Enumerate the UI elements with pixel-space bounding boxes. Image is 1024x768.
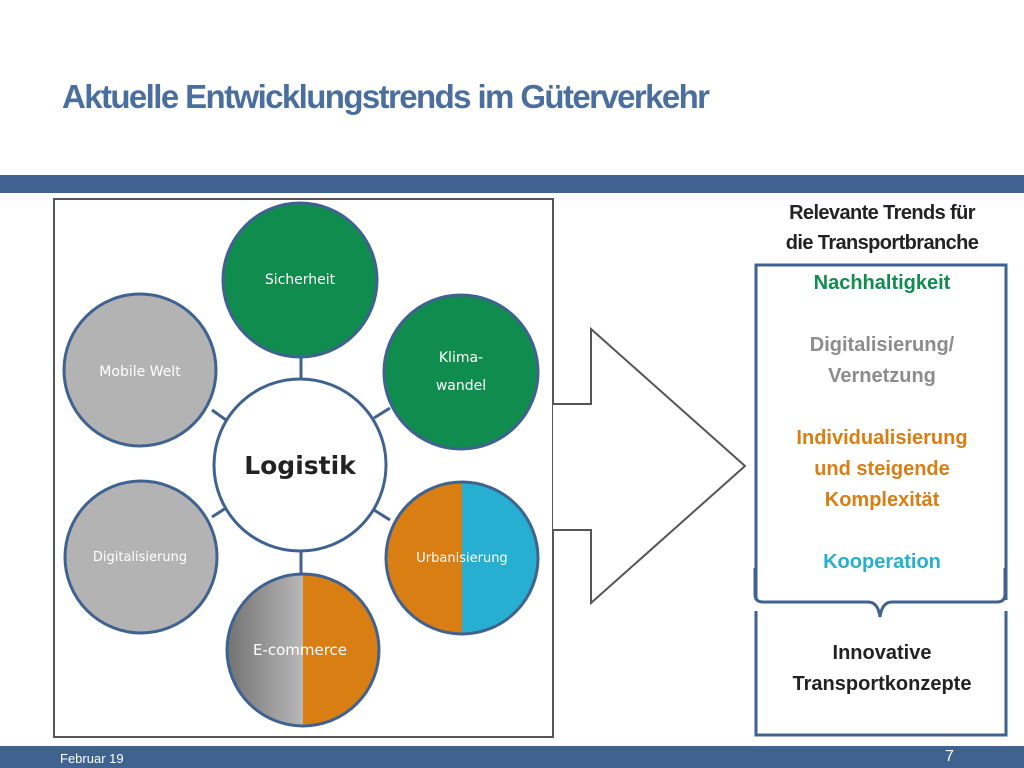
slide-title: Aktuelle Entwicklungstrends im Güterverk… (62, 78, 710, 115)
connector-urbanisierung (373, 508, 391, 522)
node-klimawandel-label-line2: wandel (436, 378, 486, 394)
trends-box-gap (740, 600, 1020, 611)
result-line2: Transportkonzepte (792, 673, 972, 695)
node-sicherheit-label: Sicherheit (265, 272, 336, 288)
node-mobile-welt-label: Mobile Welt (99, 364, 181, 380)
result-line1: Innovative (832, 642, 932, 664)
curly-brace (753, 568, 1007, 618)
center-node (212, 377, 388, 553)
node-klimawandel (382, 293, 540, 451)
trend-item-digitalisierung: Digitalisierung/ Vernetzung (809, 334, 955, 387)
node-urbanisierung-outline (384, 480, 540, 636)
trend-arrow (553, 326, 747, 606)
header-band (0, 175, 1024, 193)
node-urbanisierung-label: Urbanisierung (416, 551, 507, 566)
node-digitalisierung (63, 479, 219, 635)
trend-item-kooperation: Kooperation (823, 551, 941, 573)
node-e-commerce-outline (225, 572, 381, 728)
trends-heading-line1: Relevante Trends für (789, 202, 975, 224)
trends-box (754, 263, 1008, 737)
result-text: Innovative Transportkonzepte (760, 638, 1004, 700)
node-digitalisierung-label: Digitalisierung (93, 550, 187, 565)
trend-item-nachhaltigkeit: Nachhaltigkeit (813, 272, 951, 294)
node-sicherheit (221, 201, 379, 359)
footer-date: Februar 19 (60, 751, 124, 766)
footer-band (0, 746, 1024, 768)
connector-klimawandel (373, 406, 391, 420)
center-node-label: Logistik (244, 451, 357, 480)
trends-heading: Relevante Trends für die Transportbranch… (750, 198, 1014, 258)
node-klimawandel-label-line1: Klima- (439, 350, 483, 366)
page-number: 7 (945, 748, 954, 765)
node-e-commerce-label: E-commerce (253, 641, 347, 659)
trend-list: Nachhaltigkeit Digitalisierung/ Vernetzu… (760, 268, 1004, 578)
connector-digitalisierung (211, 506, 227, 519)
trends-heading-line2: die Transportbranche (785, 232, 979, 254)
connector-mobile-welt (211, 408, 227, 422)
trend-item-individualisierung: Individualisierung und steigende Komplex… (796, 427, 968, 511)
node-mobile-welt (62, 292, 218, 448)
